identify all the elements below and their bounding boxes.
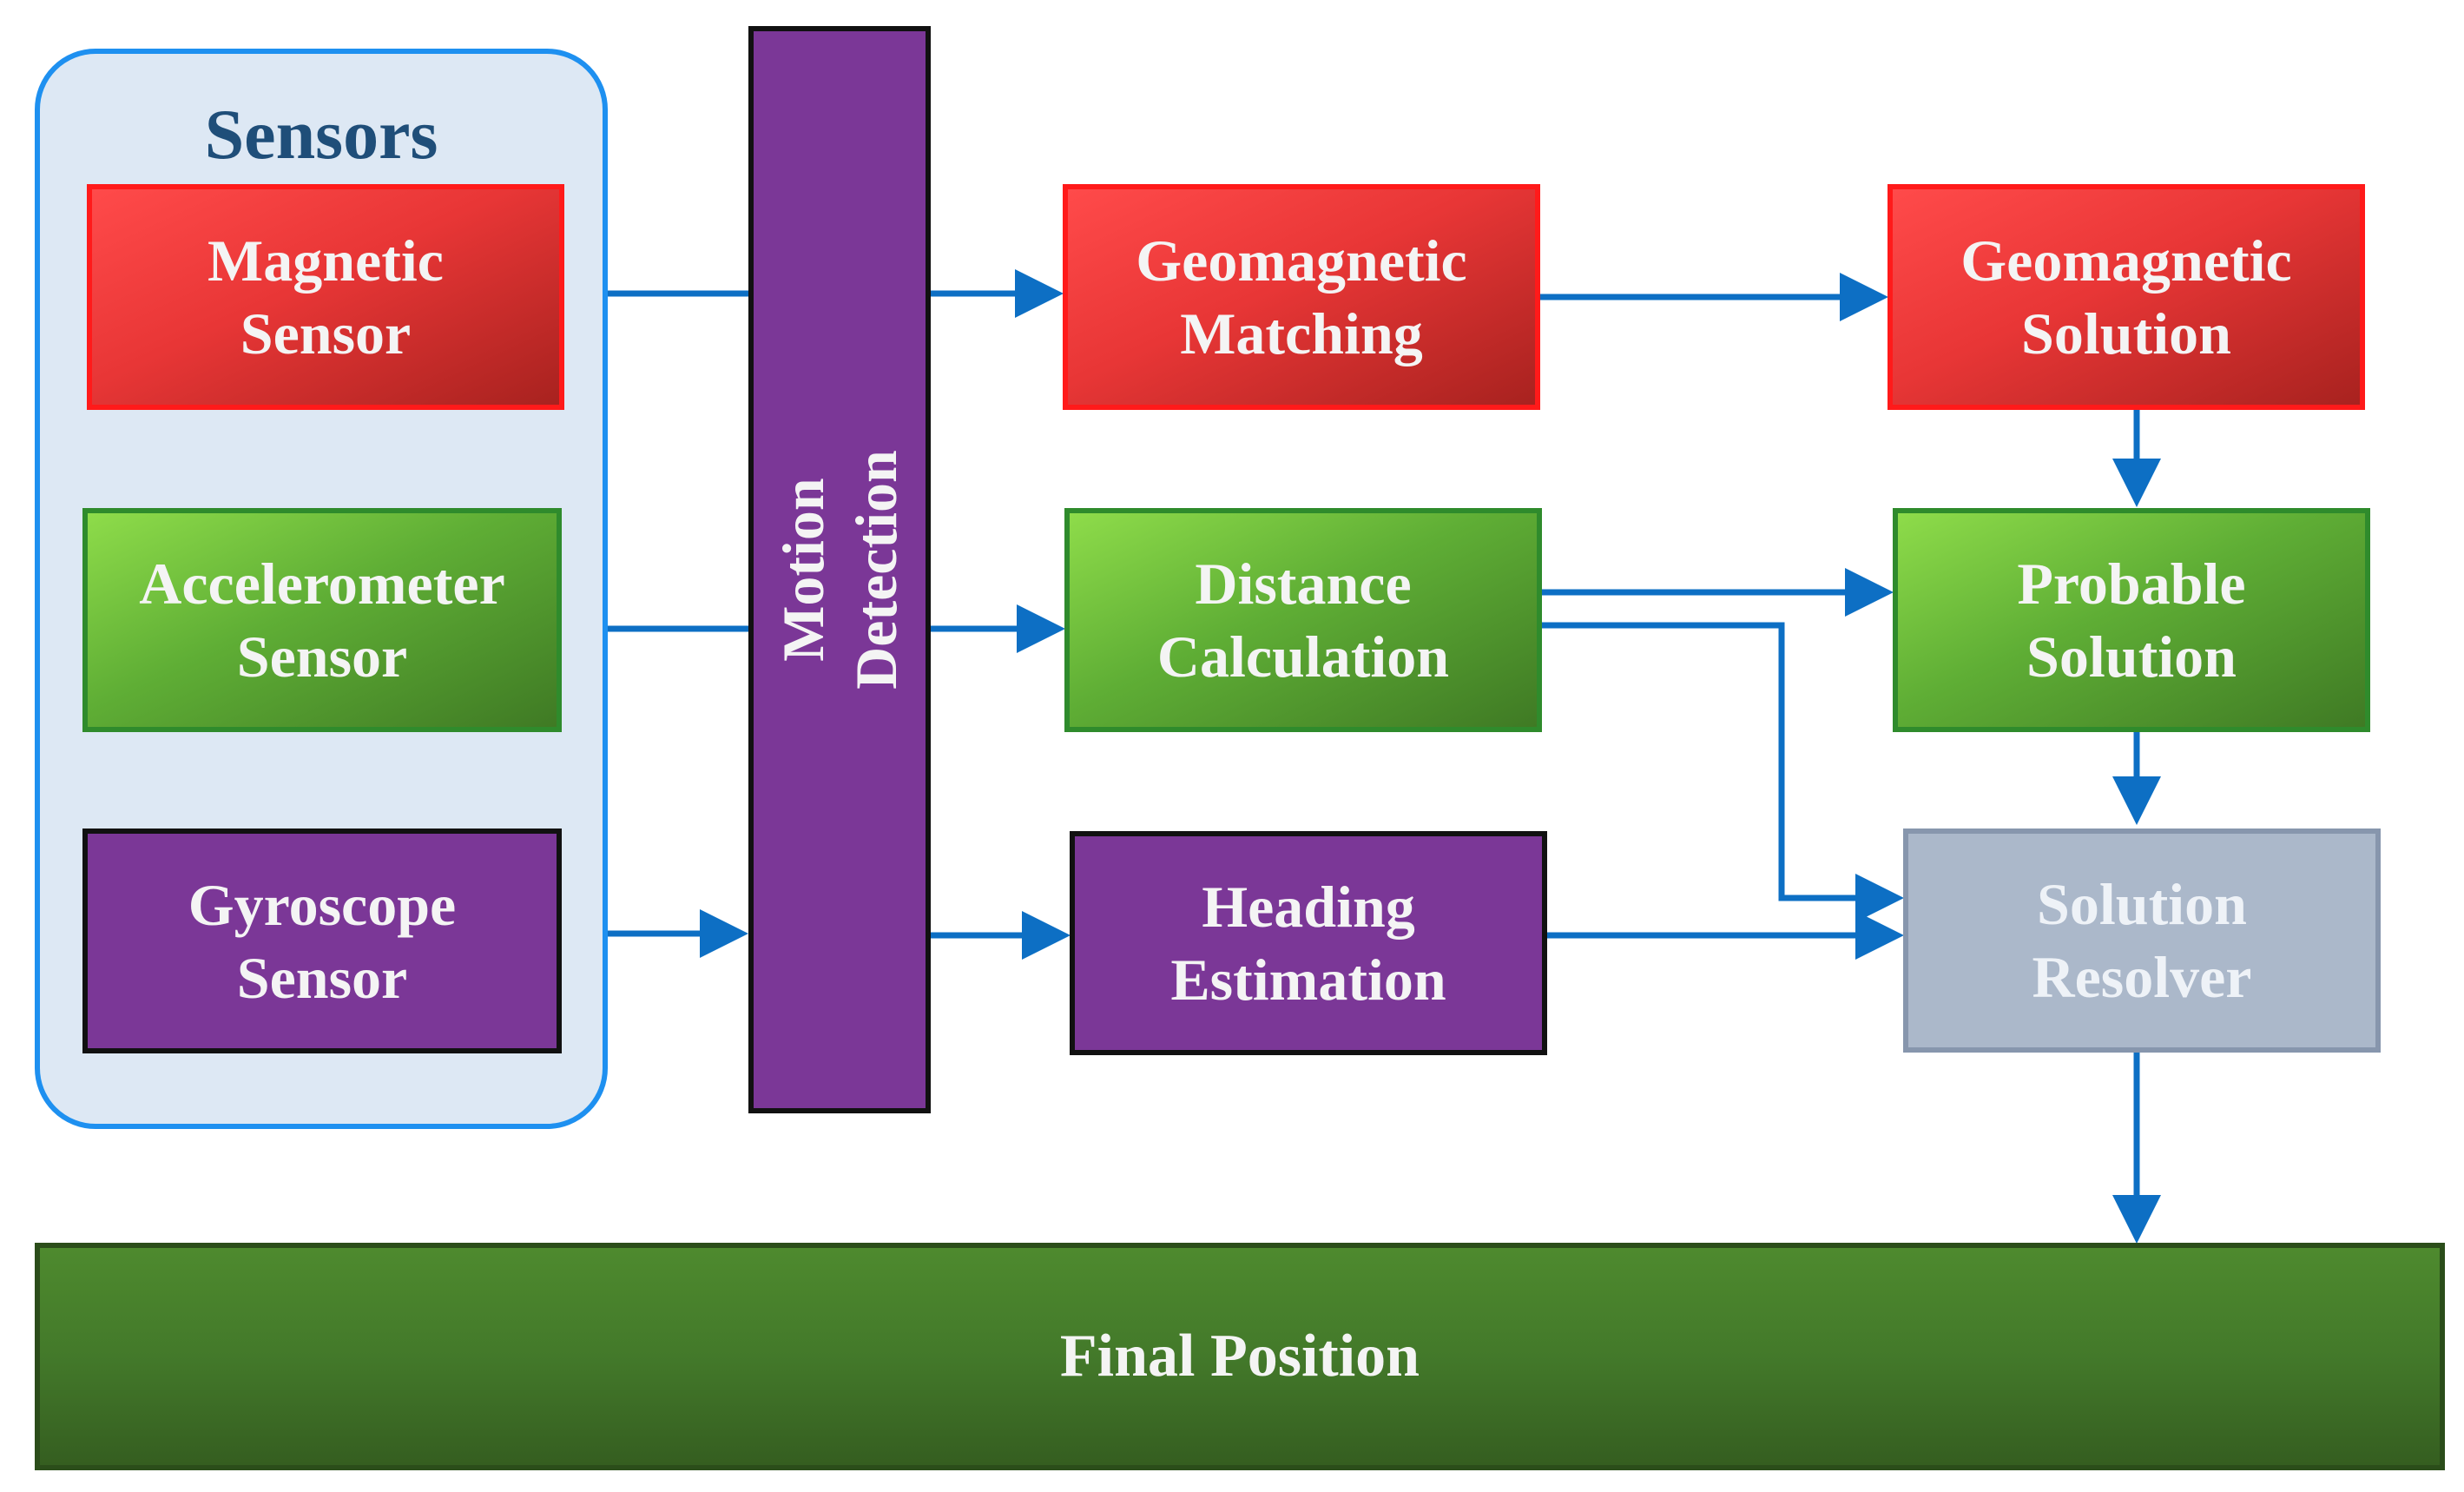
distance-calculation-line1: Distance <box>1195 551 1412 617</box>
geomagnetic-solution-box: Geomagnetic Solution <box>1888 184 2365 410</box>
motion-detection-line2: Detection <box>843 450 909 690</box>
motion-detection-box: Motion Detection <box>748 26 931 1113</box>
gyroscope-sensor-line2: Sensor <box>236 944 408 1011</box>
geomagnetic-solution-line1: Geomagnetic <box>1960 228 2292 294</box>
distance-calculation-box: Distance Calculation <box>1064 508 1542 732</box>
arrow-distance-to-solution-resolver <box>1542 622 1904 922</box>
probable-solution-line2: Solution <box>2026 624 2237 690</box>
geomagnetic-matching-line2: Matching <box>1180 300 1423 366</box>
motion-detection-label: Motion Detection <box>767 450 912 690</box>
motion-detection-line1: Motion <box>770 478 836 662</box>
heading-estimation-box: Heading Estimation <box>1070 831 1547 1055</box>
heading-estimation-line2: Estimation <box>1170 947 1446 1013</box>
sensors-title: Sensors <box>204 95 438 174</box>
magnetic-sensor-box: Magnetic Sensor <box>87 184 564 410</box>
probable-solution-box: Probable Solution <box>1893 508 2370 732</box>
gyroscope-sensor-box: Gyroscope Sensor <box>82 829 562 1053</box>
distance-calculation-line2: Calculation <box>1156 624 1450 690</box>
final-position-box: Final Position <box>35 1243 2445 1470</box>
solution-resolver-line1: Solution <box>2037 871 2247 937</box>
accelerometer-sensor-line2: Sensor <box>236 624 408 690</box>
solution-resolver-line2: Resolver <box>2032 944 2252 1010</box>
accelerometer-sensor-box: Accelerometer Sensor <box>82 508 562 732</box>
heading-estimation-line1: Heading <box>1202 874 1415 940</box>
magnetic-sensor-line1: Magnetic <box>208 228 444 294</box>
probable-solution-line1: Probable <box>2017 551 2246 617</box>
accelerometer-sensor-line1: Accelerometer <box>139 551 505 617</box>
gyroscope-sensor-line1: Gyroscope <box>188 871 457 938</box>
geomagnetic-matching-line1: Geomagnetic <box>1136 228 1467 294</box>
geomagnetic-solution-line2: Solution <box>2021 300 2231 366</box>
final-position-label: Final Position <box>1059 1323 1420 1390</box>
magnetic-sensor-line2: Sensor <box>240 300 412 366</box>
geomagnetic-matching-box: Geomagnetic Matching <box>1063 184 1540 410</box>
solution-resolver-box: Solution Resolver <box>1903 829 2381 1053</box>
